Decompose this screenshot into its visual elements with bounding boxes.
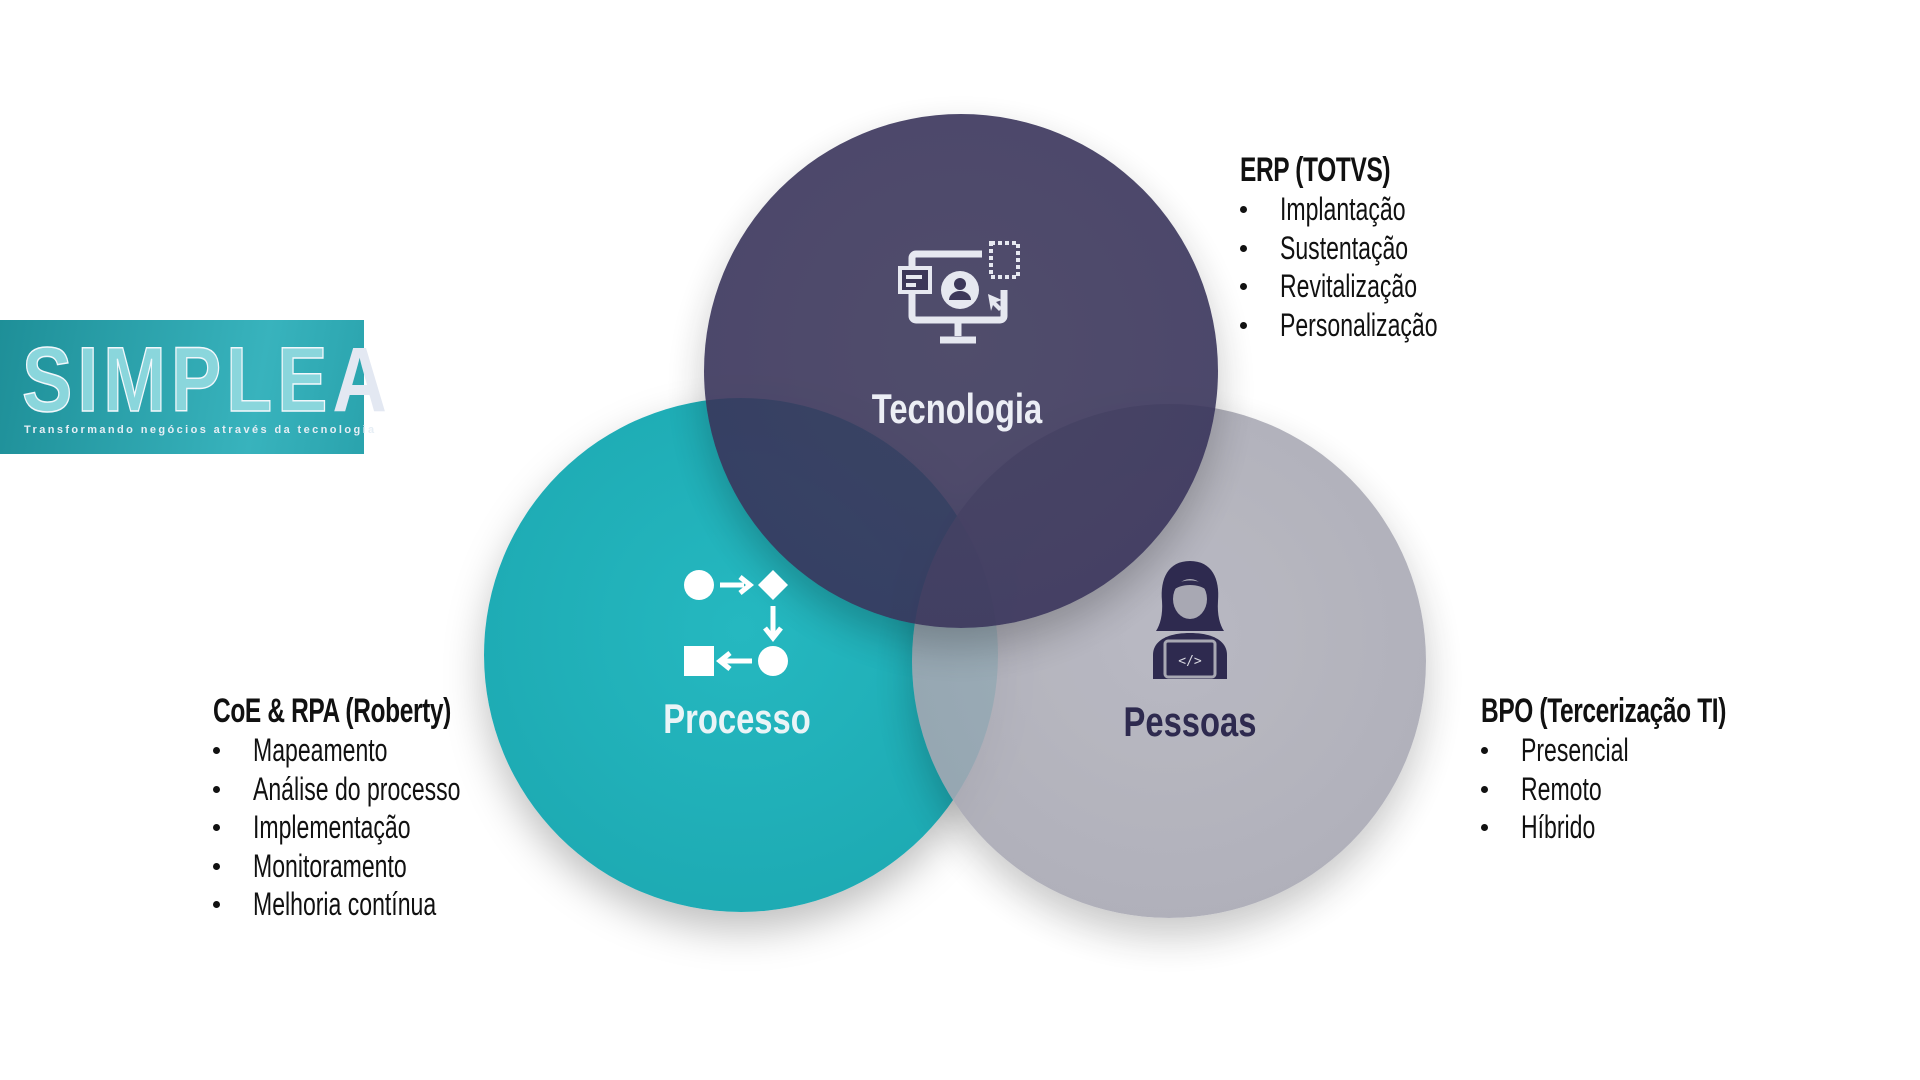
list-item: Análise do processo — [213, 770, 544, 809]
bullet-icon — [213, 901, 220, 909]
bullet-icon — [213, 747, 220, 754]
list-item: Revitalização — [1240, 267, 1449, 306]
erp-title: ERP (TOTVS) — [1240, 151, 1391, 189]
list-item: Monitoramento — [213, 847, 544, 886]
list-item: Presencial — [1481, 731, 1821, 770]
bullet-icon — [213, 824, 220, 832]
bullet-icon — [1240, 283, 1247, 291]
bullet-icon — [1481, 785, 1488, 793]
monitor-user-icon — [898, 241, 1020, 344]
simplea-logo: SIMPLEA Transformando negócios através d… — [0, 320, 387, 454]
bullet-icon — [1240, 321, 1247, 329]
bullet-icon — [1481, 747, 1488, 754]
coe-title: CoE & RPA (Roberty) — [213, 692, 451, 730]
list-item: Personalização — [1240, 306, 1449, 345]
logo-tagline: Transformando negócios através da tecnol… — [24, 424, 377, 436]
erp-block: ERP (TOTVS) Implantação Sustentação Revi… — [1240, 150, 1449, 344]
label-pessoas: Pessoas — [1123, 698, 1257, 745]
logo-word: SIMPLEA — [21, 329, 392, 431]
bullet-icon — [1481, 824, 1488, 832]
label-tecnologia: Tecnologia — [871, 385, 1043, 432]
list-item: Híbrido — [1481, 808, 1821, 847]
circle-tecnologia — [704, 114, 1218, 628]
svg-text:</>: </> — [1178, 654, 1202, 669]
list-item: Melhoria contínua — [213, 885, 544, 924]
list-item: Implementação — [213, 808, 544, 847]
coe-block: CoE & RPA (Roberty) Mapeamento Análise d… — [213, 691, 544, 924]
bullet-icon — [213, 862, 220, 870]
bpo-title: BPO (Tercerização TI) — [1481, 692, 1727, 730]
bullet-icon — [1240, 244, 1247, 252]
list-item: Mapeamento — [213, 731, 544, 770]
process-flow-icon — [684, 570, 788, 676]
bullet-icon — [1240, 206, 1247, 213]
list-item: Sustentação — [1240, 229, 1449, 268]
list-item: Implantação — [1240, 190, 1449, 229]
label-processo: Processo — [663, 695, 811, 742]
bpo-block: BPO (Tercerização TI) Presencial Remoto … — [1481, 691, 1821, 847]
bullet-icon — [213, 785, 220, 793]
developer-person-icon: </> — [1153, 561, 1227, 679]
list-item: Remoto — [1481, 770, 1821, 809]
